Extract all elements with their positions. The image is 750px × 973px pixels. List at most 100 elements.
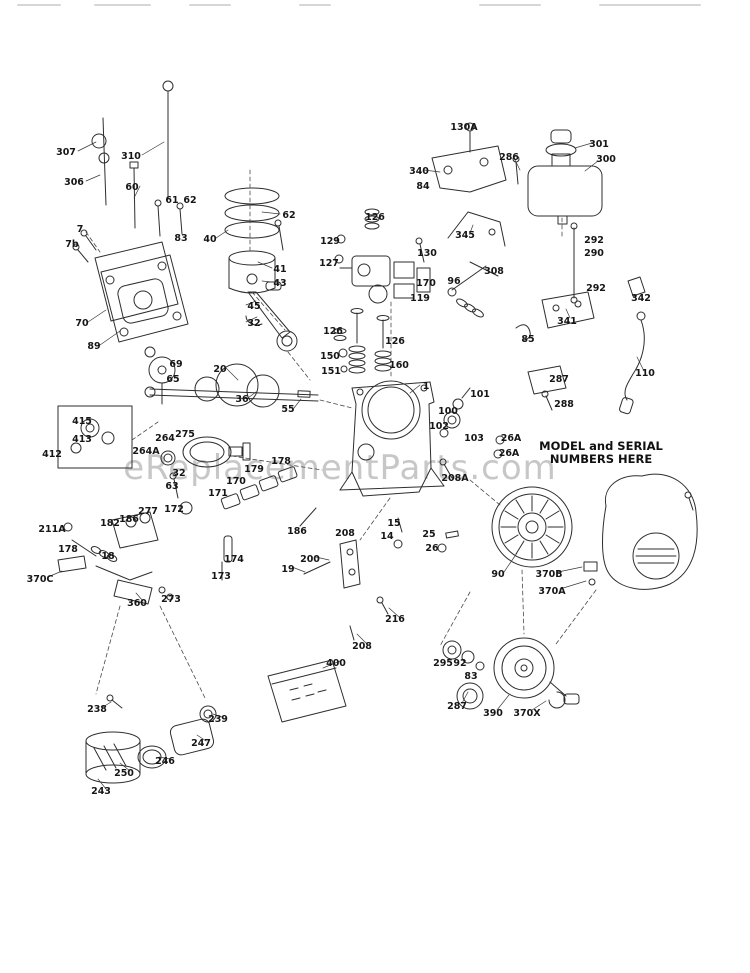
part-callout-85: 85 (521, 334, 534, 345)
part-callout-273: 273 (161, 594, 181, 605)
crankshaft (144, 363, 319, 408)
part-callout-275: 275 (175, 429, 195, 440)
part-callout-292: 292 (586, 283, 606, 294)
control-bracket-parts (299, 507, 403, 641)
part-callout-208: 208 (352, 641, 372, 652)
fuel-tank (512, 129, 603, 225)
part-callout-412: 412 (42, 449, 62, 460)
part-callout-160: 160 (389, 360, 409, 371)
part-callout-41: 41 (273, 264, 286, 275)
watermark-text: eReplacementParts.com (123, 448, 557, 488)
muffler-assembly (160, 436, 251, 499)
part-callout-286: 286 (499, 152, 519, 163)
part-callout-126: 126 (365, 212, 385, 223)
part-callout-26: 26 (425, 543, 439, 554)
governor-gear-parts (439, 387, 505, 479)
part-callout-130A: 130A (450, 122, 478, 133)
part-callout-150: 150 (320, 351, 340, 362)
air-baffle-bracket (431, 122, 507, 247)
recoil-starter (442, 637, 580, 710)
part-callout-15: 15 (387, 518, 400, 529)
part-callout-238: 238 (87, 704, 107, 715)
gasket-set-bag (267, 659, 347, 723)
part-callout-277: 277 (138, 506, 158, 517)
part-callout-1: 1 (423, 381, 430, 392)
part-callout-102: 102 (429, 421, 449, 432)
piston-rings (224, 187, 280, 239)
part-callout-264: 264 (155, 433, 175, 444)
part-callout-70: 70 (75, 318, 89, 329)
part-callout-90: 90 (491, 569, 505, 580)
part-callout-413: 413 (72, 434, 92, 445)
part-callout-20: 20 (213, 364, 227, 375)
part-callout-55: 55 (281, 404, 294, 415)
part-callout-25: 25 (422, 529, 435, 540)
part-callout-182: 182 (100, 518, 120, 529)
part-callout-239: 239 (208, 714, 228, 725)
part-callout-300: 300 (596, 154, 616, 165)
part-callout-415: 415 (72, 416, 92, 427)
part-callout-310: 310 (121, 151, 141, 162)
part-callout-60: 60 (125, 182, 139, 193)
part-callout-36: 36 (235, 394, 249, 405)
part-callout-172: 172 (164, 504, 184, 515)
part-callout-390: 390 (483, 708, 503, 719)
part-callout-200: 200 (300, 554, 320, 565)
part-callout-45: 45 (247, 301, 260, 312)
part-callout-308: 308 (484, 266, 504, 277)
part-callout-360: 360 (127, 598, 147, 609)
fuel-rod (570, 222, 578, 304)
part-callout-400: 400 (326, 658, 346, 669)
part-callout-264A: 264A (132, 446, 160, 457)
part-callout-14: 14 (380, 531, 394, 542)
part-callout-83: 83 (174, 233, 187, 244)
part-callout-171: 171 (208, 488, 228, 499)
part-callout-340: 340 (409, 166, 429, 177)
part-callout-250: 250 (114, 768, 134, 779)
part-callout-18: 18 (101, 551, 115, 562)
part-callout-130: 130 (417, 248, 437, 259)
valves-and-springs (333, 308, 392, 374)
mounting-plate (527, 365, 567, 411)
part-callout-287: 287 (549, 374, 569, 385)
oil-pump-parts (221, 535, 233, 581)
model-serial-note-line1: MODEL and SERIAL (539, 439, 663, 453)
part-callout-61: 61 (165, 195, 178, 206)
part-callout-292: 292 (584, 235, 604, 246)
part-callout-63: 63 (165, 481, 178, 492)
part-callout-119: 119 (410, 293, 430, 304)
governor-linkage (447, 261, 499, 318)
part-callout-208: 208 (335, 528, 355, 539)
part-callout-7b: 7b (65, 239, 79, 250)
part-callout-110: 110 (635, 368, 655, 379)
part-callout-179: 179 (244, 464, 264, 475)
part-callout-84: 84 (416, 181, 430, 192)
part-callout-186: 186 (119, 514, 139, 525)
part-callout-345: 345 (455, 230, 475, 241)
part-callout-243: 243 (91, 786, 111, 797)
part-callout-216: 216 (385, 614, 405, 625)
part-callout-151: 151 (321, 366, 341, 377)
part-callout-62: 62 (183, 195, 196, 206)
part-callout-288: 288 (554, 399, 574, 410)
part-callout-211A: 211A (38, 524, 66, 535)
part-callout-89: 89 (87, 341, 100, 352)
cylinder-head (94, 241, 189, 343)
part-callout-19: 19 (281, 564, 294, 575)
part-callout-170: 170 (226, 476, 246, 487)
part-callout-370X: 370X (513, 708, 541, 719)
part-callout-83: 83 (464, 671, 477, 682)
part-callout-178: 178 (58, 544, 78, 555)
part-callout-26A: 26A (499, 448, 520, 459)
part-callout-295: 295 (433, 658, 453, 669)
callout-leader-lines (47, 141, 645, 790)
part-callout-341: 341 (557, 316, 577, 327)
spark-plug-wire (619, 311, 646, 415)
part-callout-92: 92 (453, 658, 466, 669)
model-serial-note-line2: NUMBERS HERE (550, 452, 653, 466)
part-callout-101: 101 (470, 389, 490, 400)
brackets-right (515, 276, 646, 341)
